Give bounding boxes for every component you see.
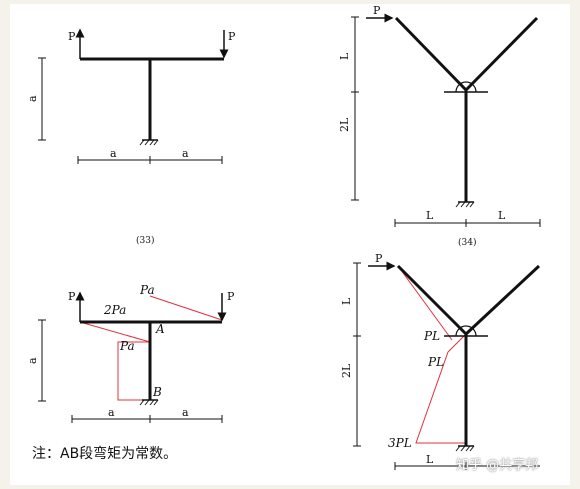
frame-34 (351, 13, 541, 227)
dimension-label-lower-34-solution: 2L (340, 363, 353, 378)
fixed-support-33 (139, 139, 159, 146)
dimension-label-base-left-34-solution: L (426, 453, 434, 466)
dimension-label-base-left-33-solution: a (108, 406, 115, 419)
load-label-left-33: P (68, 30, 76, 43)
dimension-height-33-solution (38, 319, 46, 402)
dimension-label-base-right-33: a (182, 147, 189, 160)
load-label-right-33: P (228, 30, 236, 43)
dimension-height-33 (38, 57, 46, 141)
load-label-right-33-solution: P (227, 290, 235, 303)
moment-diagram-34 (397, 265, 467, 444)
frame-34-solution (353, 261, 541, 470)
dimension-label-base-right-34: L (498, 209, 506, 222)
dimension-height-34 (351, 16, 359, 201)
fixed-support-34 (455, 201, 475, 208)
point-label-b: B (152, 385, 162, 399)
dimension-label-height-33: a (26, 95, 39, 102)
structural-diagrams: P P a a a (33) P L 2L (26, 4, 541, 470)
moment-label-pa-top: Pa (139, 283, 155, 297)
load-label-34: P (373, 4, 381, 17)
dimension-label-base-left-33: a (110, 147, 117, 160)
dimension-base-34-solution (394, 462, 540, 470)
load-label-34-solution: P (375, 252, 383, 265)
dimension-label-base-right-33-solution: a (182, 406, 189, 419)
dimension-label-base-left-34: L (426, 209, 434, 222)
note-text: 注：AB段弯矩为常数。 (32, 446, 178, 462)
figure-panel: P P a a a (33) P L 2L (10, 4, 570, 485)
fixed-support-34-solution (455, 445, 475, 452)
dimension-base-33 (77, 156, 223, 164)
dimension-base-34 (394, 219, 541, 227)
fixed-support-33-solution (139, 399, 159, 406)
frame-33 (38, 28, 229, 164)
load-label-left-33-solution: P (68, 290, 76, 303)
moment-label-2pa: 2Pa (103, 303, 126, 317)
dimension-base-33-solution (71, 415, 223, 423)
moment-label-pl-column: PL (427, 355, 444, 369)
watermark: 知乎 @共享邦 (456, 458, 539, 473)
moment-label-pa-column: Pa (119, 339, 135, 353)
frame-33-solution (38, 291, 227, 423)
caption-33: (33) (136, 235, 154, 246)
moment-label-3pl: 3PL (388, 436, 412, 450)
moment-label-pl-joint: PL (423, 329, 440, 343)
dimension-label-upper-34-solution: L (340, 297, 353, 305)
dimension-label-upper-34: L (338, 52, 351, 60)
dimension-label-height-33-solution: a (26, 357, 39, 364)
dimension-height-34-solution (353, 262, 361, 447)
dimension-label-lower-34: 2L (338, 117, 351, 132)
caption-34: (34) (458, 237, 476, 248)
moment-diagram-33 (79, 295, 223, 401)
point-label-a: A (155, 322, 165, 336)
